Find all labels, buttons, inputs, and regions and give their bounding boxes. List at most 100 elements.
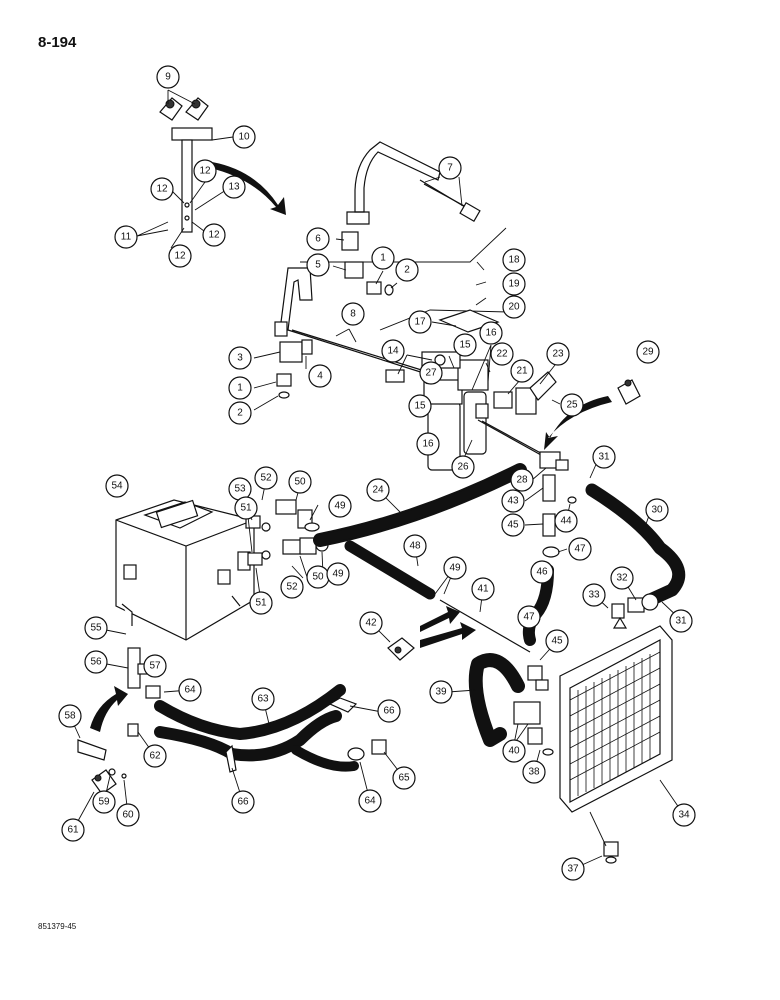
callout-49: 49 (443, 556, 467, 580)
callout-44: 44 (554, 509, 578, 533)
svg-text:12: 12 (199, 166, 211, 177)
svg-text:31: 31 (598, 452, 610, 463)
svg-text:65: 65 (398, 773, 410, 784)
svg-text:28: 28 (516, 475, 528, 486)
callout-15: 15 (453, 333, 477, 357)
callout-40: 40 (502, 739, 526, 763)
assembly-arrow-lower-left (90, 686, 128, 732)
callout-51: 51 (249, 591, 273, 615)
callout-5: 5 (306, 253, 330, 277)
svg-text:20: 20 (508, 302, 520, 313)
svg-text:7: 7 (447, 163, 453, 174)
svg-text:61: 61 (67, 825, 79, 836)
hydraulic-tank (115, 499, 255, 641)
callout-50: 50 (306, 565, 330, 589)
svg-text:64: 64 (184, 685, 196, 696)
svg-text:56: 56 (90, 657, 102, 668)
callout-29: 29 (636, 340, 660, 364)
svg-text:38: 38 (528, 767, 540, 778)
svg-text:32: 32 (616, 573, 628, 584)
callout-46: 46 (530, 560, 554, 584)
svg-text:49: 49 (449, 563, 461, 574)
svg-text:45: 45 (507, 520, 519, 531)
artwork (77, 97, 686, 864)
callout-20: 20 (502, 295, 526, 319)
callout-22: 22 (490, 342, 514, 366)
callout-48: 48 (403, 534, 427, 558)
callout-17: 17 (408, 310, 432, 334)
callout-8: 8 (341, 302, 365, 326)
svg-text:37: 37 (567, 864, 579, 875)
oil-filters (385, 351, 489, 471)
callout-6: 6 (306, 227, 330, 251)
callout-66: 66 (377, 699, 401, 723)
svg-text:41: 41 (477, 584, 489, 595)
callout-64: 64 (358, 789, 382, 813)
svg-text:1: 1 (380, 253, 386, 264)
svg-text:3: 3 (237, 353, 243, 364)
callout-57: 57 (143, 654, 167, 678)
svg-text:12: 12 (208, 230, 220, 241)
hose-39 (468, 653, 525, 747)
svg-text:22: 22 (496, 349, 508, 360)
oil-cooler (559, 625, 673, 813)
svg-text:45: 45 (551, 636, 563, 647)
svg-text:34: 34 (678, 810, 690, 821)
tank-fittings (245, 499, 329, 566)
callout-9: 9 (156, 65, 180, 89)
svg-text:5: 5 (315, 260, 321, 271)
svg-text:21: 21 (516, 366, 528, 377)
svg-text:43: 43 (507, 496, 519, 507)
callout-11: 11 (114, 225, 138, 249)
callout-19: 19 (502, 272, 526, 296)
callout-12: 12 (193, 159, 217, 183)
svg-text:12: 12 (174, 251, 186, 262)
hose-30 (585, 483, 686, 607)
callout-13: 13 (222, 175, 246, 199)
callout-63: 63 (251, 687, 275, 711)
svg-text:57: 57 (149, 661, 161, 672)
svg-text:58: 58 (64, 711, 76, 722)
callout-43: 43 (501, 489, 525, 513)
callout-45: 45 (501, 513, 525, 537)
callout-32: 32 (610, 566, 634, 590)
svg-text:49: 49 (332, 569, 344, 580)
callout-59: 59 (92, 790, 116, 814)
svg-text:42: 42 (365, 618, 377, 629)
callout-24: 24 (366, 478, 390, 502)
svg-text:25: 25 (566, 400, 578, 411)
svg-text:33: 33 (588, 590, 600, 601)
callout-2: 2 (228, 401, 252, 425)
callout-34: 34 (672, 803, 696, 827)
callout-55: 55 (84, 616, 108, 640)
callout-49: 49 (328, 494, 352, 518)
callout-2: 2 (395, 258, 419, 282)
svg-text:2: 2 (237, 408, 243, 419)
figure-code: 851379-45 (38, 922, 77, 931)
callout-50: 50 (288, 470, 312, 494)
svg-text:53: 53 (234, 484, 246, 495)
svg-text:16: 16 (422, 439, 434, 450)
svg-text:30: 30 (651, 505, 663, 516)
svg-text:50: 50 (294, 477, 306, 488)
callout-7: 7 (438, 156, 462, 180)
svg-text:62: 62 (149, 751, 161, 762)
check-valve-assembly (477, 371, 569, 471)
svg-text:12: 12 (156, 184, 168, 195)
svg-text:9: 9 (165, 72, 171, 83)
assembly-arrow-top (210, 162, 286, 215)
callout-26: 26 (451, 455, 475, 479)
callout-64: 64 (178, 678, 202, 702)
callout-39: 39 (429, 680, 453, 704)
svg-text:44: 44 (560, 516, 572, 527)
svg-text:17: 17 (414, 317, 426, 328)
callout-15: 15 (408, 394, 432, 418)
svg-text:6: 6 (315, 234, 321, 245)
callout-31: 31 (592, 445, 616, 469)
callout-4: 4 (308, 364, 332, 388)
callout-54: 54 (105, 474, 129, 498)
svg-text:8: 8 (350, 309, 356, 320)
svg-text:14: 14 (387, 346, 399, 357)
svg-text:46: 46 (536, 567, 548, 578)
